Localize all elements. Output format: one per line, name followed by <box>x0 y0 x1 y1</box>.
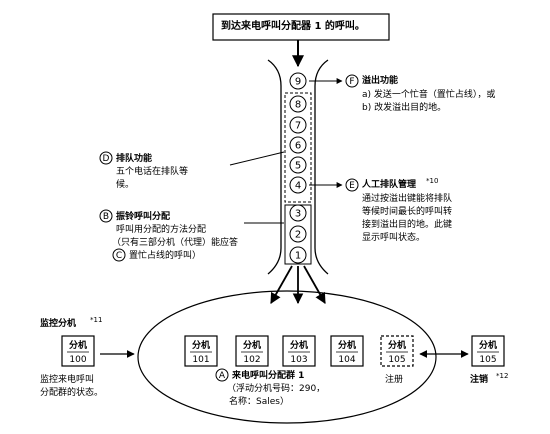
monitor-desc-2: 分配群的状态。 <box>40 388 104 398</box>
group-info-line-2: （浮动分机号码：290， <box>227 384 326 394</box>
ringing-title: 振铃呼叫分配 <box>116 212 171 222</box>
queue-tube-right <box>314 59 329 275</box>
monitor-extension-number: 100 <box>69 355 86 365</box>
queue-slot-8 <box>289 95 307 113</box>
marker-D-text: D <box>103 154 110 164</box>
marker-C <box>112 248 126 262</box>
queue-feature-line-2: 候。 <box>116 180 135 190</box>
queue-feature-line-1: 五个电话在排队等 <box>116 167 189 177</box>
logged-out-extension-label: 分机 <box>479 339 497 351</box>
queue-slot-8-text: 8 <box>295 100 301 111</box>
overflow-option-a: a) 发送一个忙音（置忙占线），或 <box>362 90 496 100</box>
group-extension-102-number: 102 <box>243 355 260 365</box>
queue-slot-2-text: 2 <box>295 230 301 241</box>
manual-queue-title: 人工排队管理 <box>362 180 417 190</box>
queue-slot-3-text: 3 <box>295 209 301 220</box>
group-extension-104-label: 分机 <box>338 339 356 351</box>
waiting-calls-group <box>284 92 312 203</box>
queue-slot-7-text: 7 <box>295 121 301 132</box>
group-extension-101 <box>184 335 218 367</box>
incoming-call-label: 到达来电呼叫分配器 1 的呼叫。 <box>221 21 365 32</box>
overflow-option-b: b) 改发溢出目的地。 <box>362 103 447 113</box>
marker-C-text: C <box>116 251 122 261</box>
queue-tube-left <box>267 59 282 275</box>
logout-caption: 注销 <box>470 375 489 385</box>
ringing-line-1: 呼叫用分配的方法分配 <box>116 225 207 235</box>
queue-feature-pointer <box>229 151 285 166</box>
distribution-arrow-left <box>270 265 293 304</box>
marker-F-text: F <box>349 77 354 87</box>
queue-slot-6 <box>289 136 307 154</box>
logout-note: *12 <box>496 372 509 380</box>
marker-A-text: A <box>219 371 226 381</box>
queue-slot-9 <box>289 72 307 90</box>
monitor-extension-label: 分机 <box>69 339 87 351</box>
manual-queue-line-1: 通过按溢出键能将排队 <box>362 194 453 204</box>
queue-slot-2 <box>289 225 307 243</box>
manual-queue-note: *10 <box>426 177 439 185</box>
group-extension-104 <box>330 335 364 367</box>
logged-out-extension-number: 105 <box>479 355 496 365</box>
queue-slot-1-text: 1 <box>295 251 301 262</box>
manual-queue-line-3: 接到溢出目的地。此键 <box>362 220 453 230</box>
marker-E <box>345 178 359 192</box>
queue-slot-5-text: 5 <box>295 161 301 172</box>
queue-slot-3 <box>289 204 307 222</box>
queue-slot-1 <box>289 246 307 264</box>
marker-B-text: B <box>103 212 109 222</box>
queue-slot-6-text: 6 <box>295 141 301 152</box>
marker-A <box>215 368 229 382</box>
distribution-arrow-right <box>303 265 326 304</box>
overflow-title: 溢出功能 <box>362 76 399 86</box>
group-extension-101-label: 分机 <box>192 339 210 351</box>
logged-out-extension <box>471 335 505 367</box>
group-extension-103-label: 分机 <box>290 339 308 351</box>
queue-slot-7 <box>289 116 307 134</box>
logged-in-extension-number: 105 <box>388 355 405 365</box>
marker-D <box>99 151 113 165</box>
group-extension-102 <box>235 335 269 367</box>
manual-queue-line-2: 等候时间最长的呼叫转 <box>362 207 453 217</box>
marker-B <box>99 209 113 223</box>
queue-slot-9-text: 9 <box>295 77 301 88</box>
monitor-desc-1: 监控来电呼叫 <box>40 375 95 385</box>
group-extension-101-number: 101 <box>192 355 209 365</box>
queue-slot-4-text: 4 <box>295 181 301 192</box>
login-caption: 注册 <box>385 375 404 385</box>
ringing-line-2: （只有三部分机（代理）能应答 <box>112 238 239 248</box>
group-extension-103 <box>282 335 316 367</box>
group-info-title: 来电呼叫分配群 1 <box>232 371 305 381</box>
logged-in-extension-label: 分机 <box>388 339 406 351</box>
incoming-call-box <box>212 13 390 41</box>
queue-slot-4 <box>289 176 307 194</box>
manual-queue-line-4: 显示呼叫状态。 <box>362 233 426 243</box>
marker-F <box>345 74 359 88</box>
ringing-line-3: 置忙占线的呼叫） <box>129 251 202 261</box>
group-extension-102-label: 分机 <box>243 339 261 351</box>
group-extension-103-number: 103 <box>290 355 307 365</box>
monitor-extension <box>61 335 95 367</box>
queue-slot-5 <box>289 156 307 174</box>
marker-E-text: E <box>349 181 355 191</box>
monitor-note: *11 <box>90 316 103 324</box>
group-info-line-3: 名称：Sales） <box>229 397 289 407</box>
queue-feature-title: 排队功能 <box>116 154 153 164</box>
logged-in-extension <box>380 335 414 367</box>
monitor-title: 监控分机 <box>40 319 77 329</box>
group-extension-104-number: 104 <box>338 355 355 365</box>
